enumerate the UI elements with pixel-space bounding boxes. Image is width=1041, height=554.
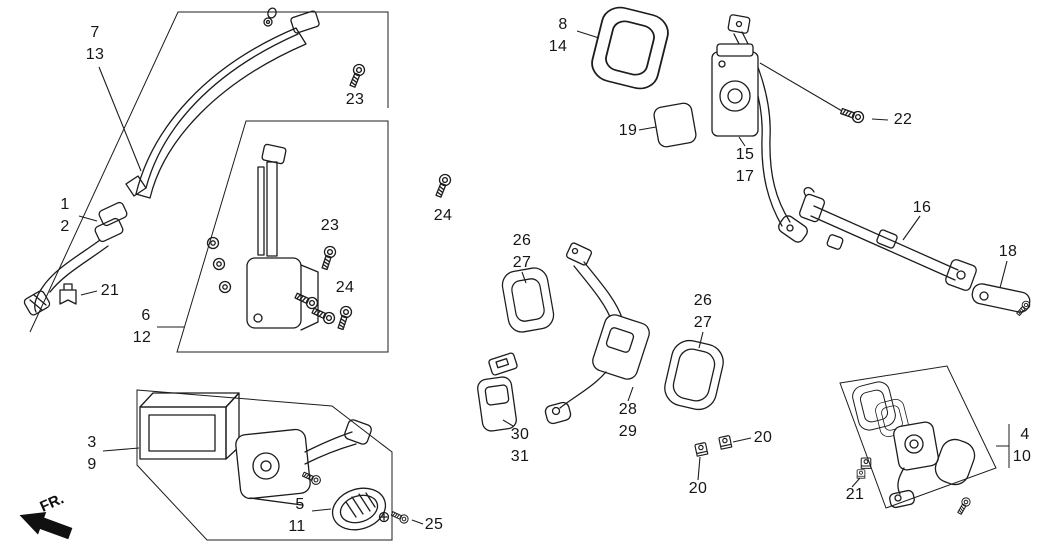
part-label-15: 15	[735, 146, 755, 163]
rear-belt-assembly	[798, 187, 977, 291]
small-buckle-assembly	[477, 352, 518, 432]
part-label-26-a: 26	[512, 232, 532, 249]
part-label-27-b: 27	[693, 314, 713, 331]
part-label-13: 13	[85, 46, 105, 63]
part-label-16: 16	[912, 199, 932, 216]
part-label-22: 22	[893, 111, 913, 128]
part-label-7: 7	[90, 24, 100, 41]
part-label-20-a: 20	[753, 429, 773, 446]
buckle-cover-ring-left	[499, 265, 557, 335]
part-label-30: 30	[510, 426, 530, 443]
part-label-5: 5	[295, 496, 305, 513]
part-label-18: 18	[998, 243, 1018, 260]
fr-direction-arrow	[19, 512, 73, 540]
pad-19	[653, 102, 697, 148]
belt-guide-ring	[587, 2, 673, 94]
bolt-23-upper	[346, 62, 367, 89]
rear-center-assembly	[849, 379, 976, 516]
center-belt-buckle-assembly	[544, 242, 650, 425]
part-label-11: 11	[288, 518, 306, 535]
part-label-6: 6	[141, 307, 151, 324]
bolt-24-upper	[432, 172, 453, 199]
adjuster-retractor-assembly	[206, 143, 337, 331]
part-label-31: 31	[510, 448, 530, 465]
bolt-24-center	[334, 304, 354, 331]
part-label-19: 19	[618, 122, 638, 139]
part-label-23-b: 23	[320, 217, 340, 234]
anchor-plate-18	[971, 283, 1032, 318]
part-label-20-b: 20	[688, 480, 708, 497]
part-label-8: 8	[558, 16, 568, 33]
nut-20-b	[694, 441, 709, 457]
part-label-2: 2	[60, 218, 70, 235]
part-label-24-a: 24	[335, 279, 355, 296]
part-label-25: 25	[424, 516, 444, 533]
screw-25	[378, 509, 410, 525]
part-label-21-a: 21	[100, 282, 120, 299]
part-label-14: 14	[548, 38, 568, 55]
clip-21-left	[59, 283, 77, 305]
part-label-21-b: 21	[845, 486, 865, 503]
front-belt-outer-assembly	[711, 14, 808, 243]
bolt-23-center	[318, 244, 338, 271]
part-label-17: 17	[735, 168, 755, 185]
part-label-24-b: 24	[433, 207, 453, 224]
anchor-cover-hatched	[331, 487, 387, 531]
part-label-4: 4	[1020, 426, 1030, 443]
part-label-28: 28	[618, 401, 638, 418]
part-label-27-a: 27	[512, 254, 532, 271]
buckle-cover-right	[664, 339, 724, 411]
part-label-12: 12	[132, 329, 152, 346]
seat-pocket	[139, 392, 240, 460]
group-frames	[29, 11, 1010, 541]
pillar-garnish	[125, 7, 320, 199]
retractor-lower-assembly	[235, 419, 372, 506]
bolt-22	[839, 105, 866, 125]
part-label-3: 3	[87, 434, 97, 451]
part-label-29: 29	[618, 423, 638, 440]
part-label-1: 1	[60, 196, 70, 213]
nut-20-a	[718, 434, 733, 450]
part-label-9: 9	[87, 456, 97, 473]
part-label-26-b: 26	[693, 292, 713, 309]
part-label-10: 10	[1012, 448, 1032, 465]
shoulder-anchor-assembly	[23, 201, 128, 316]
part-label-23-a: 23	[345, 91, 365, 108]
leader-lines	[78, 30, 1008, 525]
